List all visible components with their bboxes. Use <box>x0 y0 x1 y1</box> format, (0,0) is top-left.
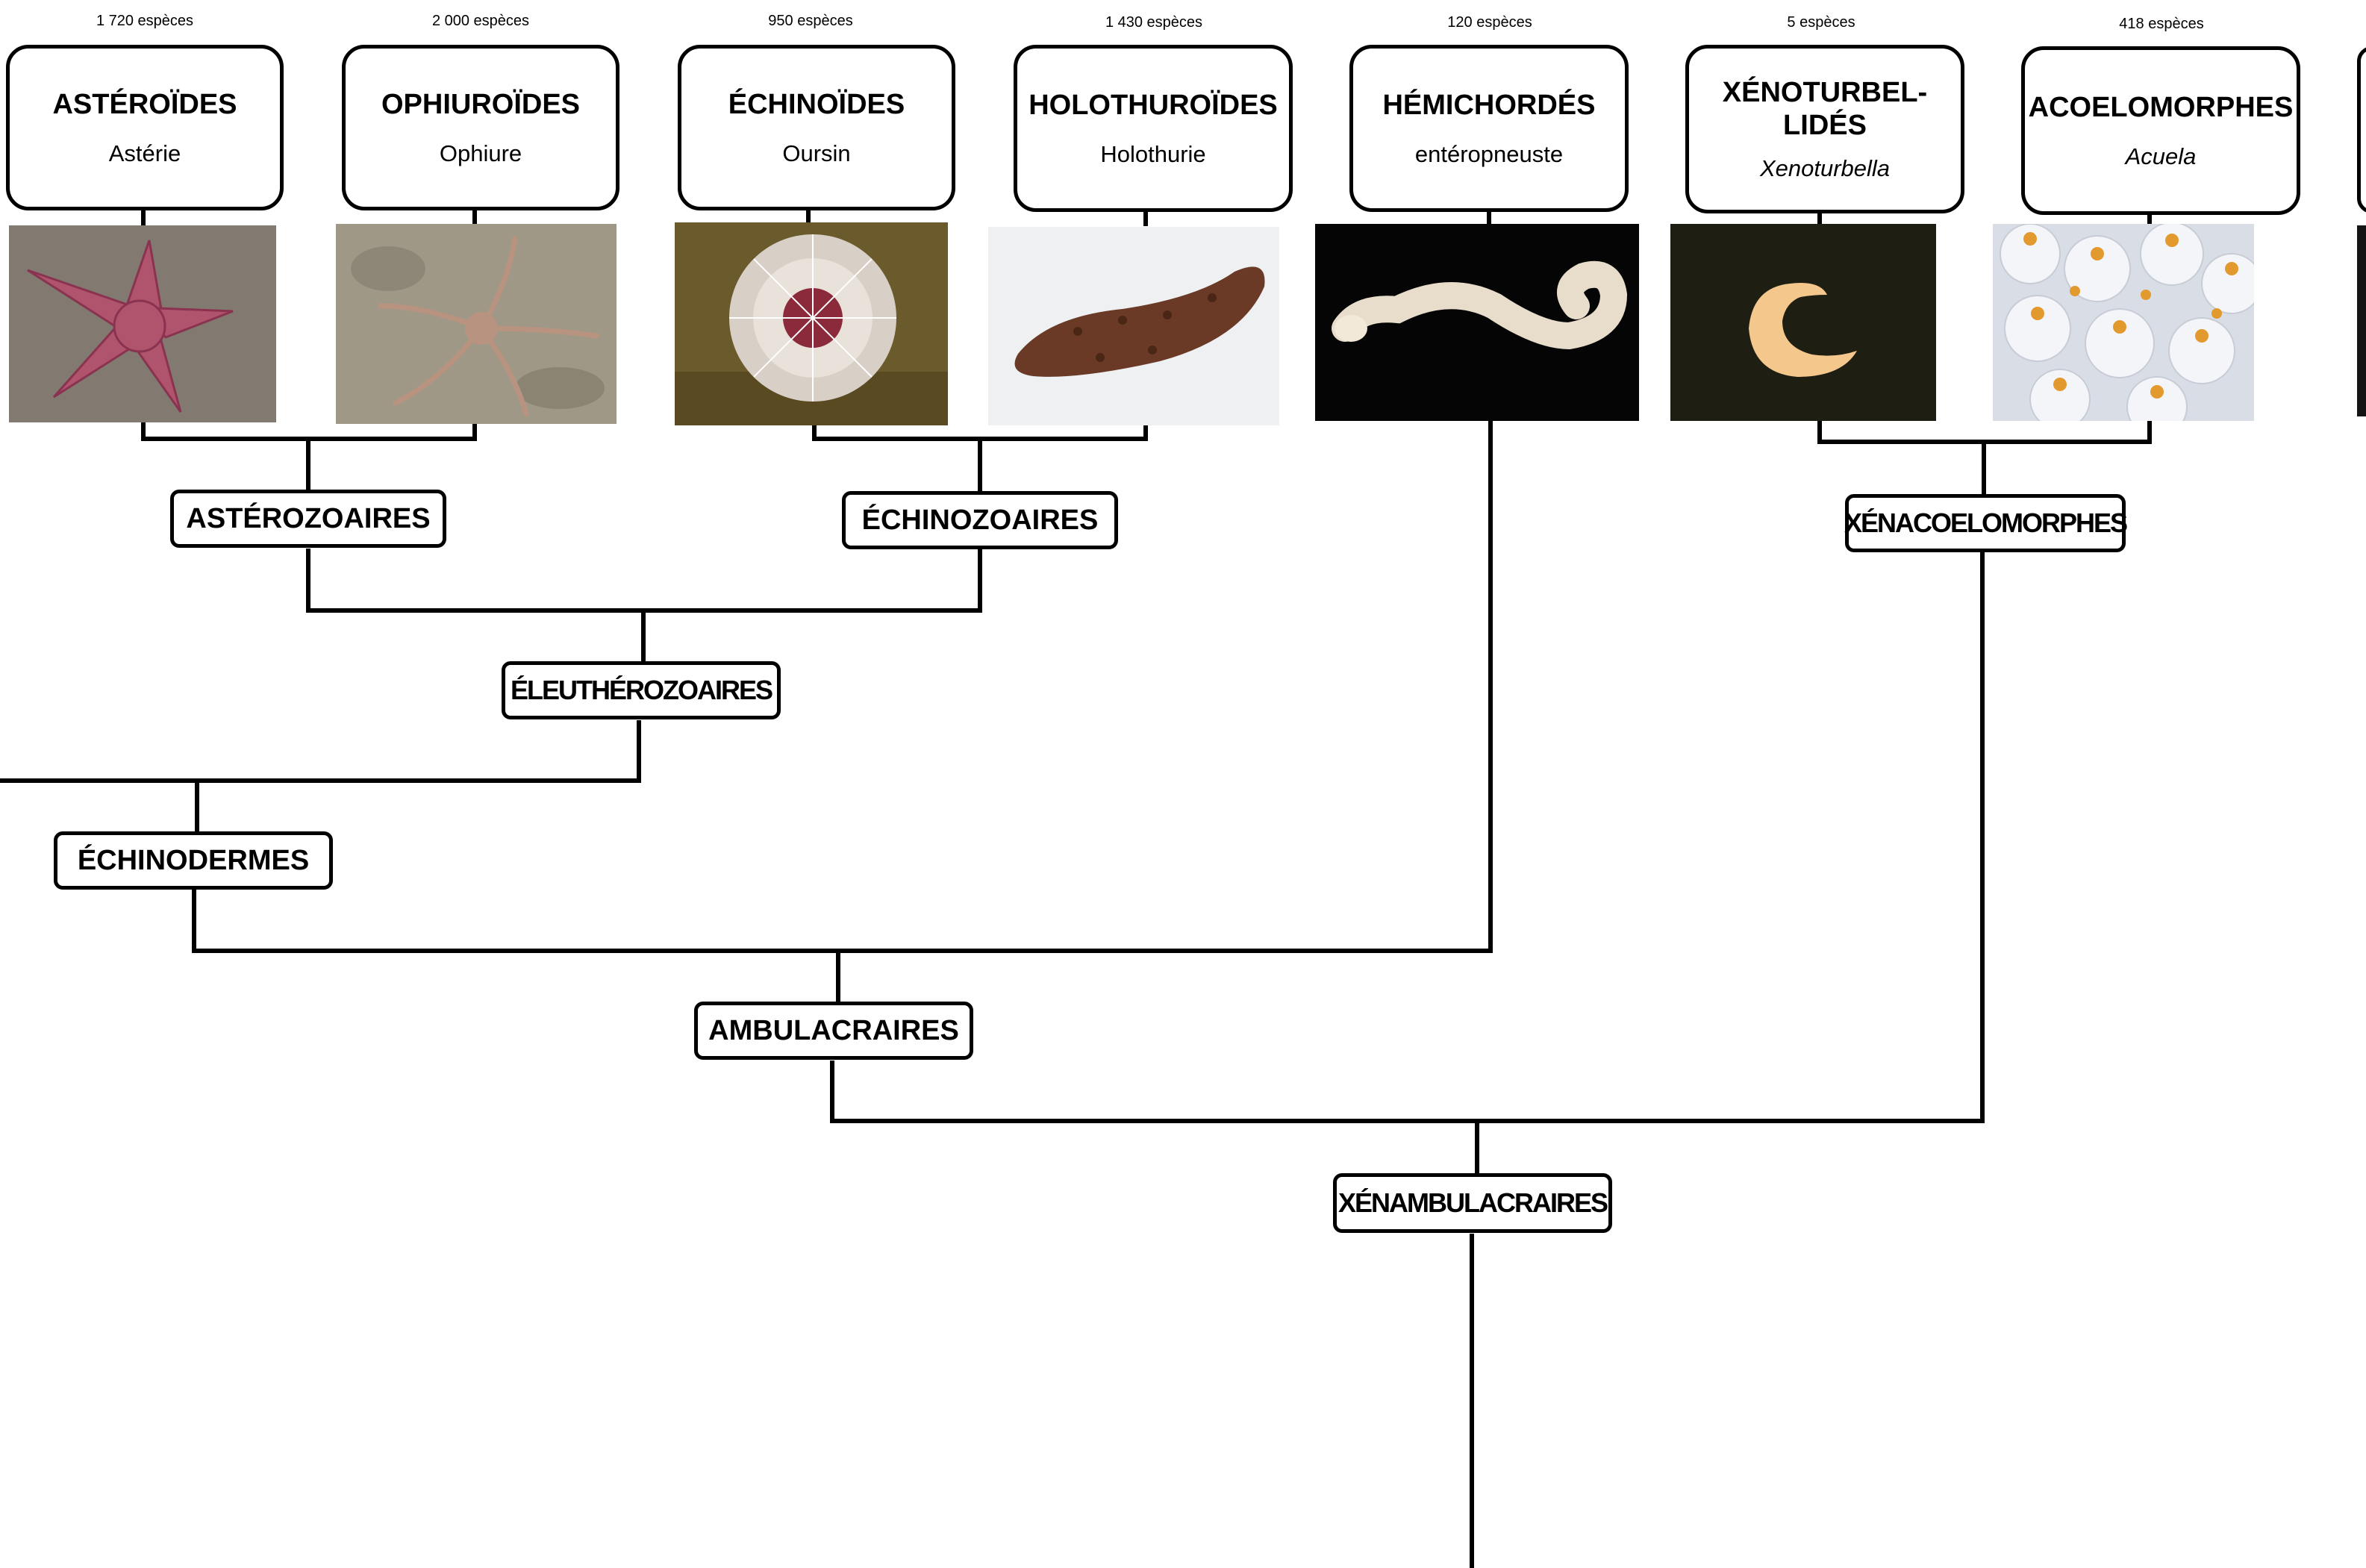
clade-box-echinodermes: ÉCHINODERMES <box>54 831 333 890</box>
species-count: 5 espèces <box>1709 14 1933 31</box>
taxon-box-ophiuroides: OPHIUROÏDES Ophiure <box>342 45 619 210</box>
taxon-name: XÉNOTURBEL-LIDÉS <box>1713 76 1937 142</box>
taxon-common-name: Ophiure <box>440 140 522 167</box>
clade-box-ambulacraires: AMBULACRAIRES <box>694 1002 973 1060</box>
taxon-common-name: Xenoturbella <box>1760 155 1890 182</box>
taxon-common-name: Oursin <box>782 140 850 167</box>
taxon-name: ASTÉROÏDES <box>52 88 237 121</box>
taxon-box-hemichordes: HÉMICHORDÉS entéropneuste <box>1349 45 1629 212</box>
taxon-common-name: entéropneuste <box>1415 141 1563 168</box>
taxon-box-asteroides: ASTÉROÏDES Astérie <box>6 45 284 210</box>
taxon-name: HOLOTHUROÏDES <box>1029 89 1278 122</box>
clipped-taxon-box <box>2357 46 2366 213</box>
taxon-box-echinoides: ÉCHINOÏDES Oursin <box>678 45 955 210</box>
taxon-name: OPHIUROÏDES <box>381 88 580 121</box>
clade-box-xenacoelomorphes: XÉNACOELOMORPHES <box>1845 494 2126 552</box>
species-count: 950 espèces <box>699 13 923 30</box>
taxon-name: ACOELOMORPHES <box>2029 91 2294 124</box>
species-count: 1 430 espèces <box>1042 14 1266 31</box>
taxon-box-xenoturbellides: XÉNOTURBEL-LIDÉS Xenoturbella <box>1685 45 1964 213</box>
taxon-common-name: Astérie <box>109 140 181 167</box>
species-count: 2 000 espèces <box>369 13 593 30</box>
taxon-common-name: Holothurie <box>1100 141 1205 168</box>
sea-cucumber-photo-icon <box>988 227 1279 425</box>
taxon-name: HÉMICHORDÉS <box>1382 89 1595 122</box>
starfish-photo-icon <box>9 225 276 422</box>
taxon-name: ÉCHINOÏDES <box>728 88 905 121</box>
taxon-box-acoelomorphes: ACOELOMORPHES Acuela <box>2021 46 2300 215</box>
taxon-box-holothuroides: HOLOTHUROÏDES Holothurie <box>1014 45 1293 212</box>
taxon-common-name: Acuela <box>2126 143 2197 170</box>
clade-box-xenambulacraires: XÉNAMBULACRAIRES <box>1333 1173 1612 1233</box>
sea-urchin-photo-icon <box>675 222 948 425</box>
species-count: 1 720 espèces <box>33 13 257 30</box>
species-count: 120 espèces <box>1378 14 1602 31</box>
xenoturbella-photo-icon <box>1670 224 1936 421</box>
acoel-photo-icon <box>1993 224 2254 421</box>
acorn-worm-photo-icon <box>1315 224 1639 421</box>
clade-box-echinozoaires: ÉCHINOZOAIRES <box>842 491 1118 549</box>
clipped-photo <box>2357 225 2366 416</box>
brittle-star-photo-icon <box>336 224 617 424</box>
species-count: 418 espèces <box>2050 16 2273 33</box>
clade-box-eleutherozoaires: ÉLEUTHÉROZOAIRES <box>502 661 781 719</box>
clade-box-asterozoaires: ASTÉROZOAIRES <box>170 490 446 548</box>
